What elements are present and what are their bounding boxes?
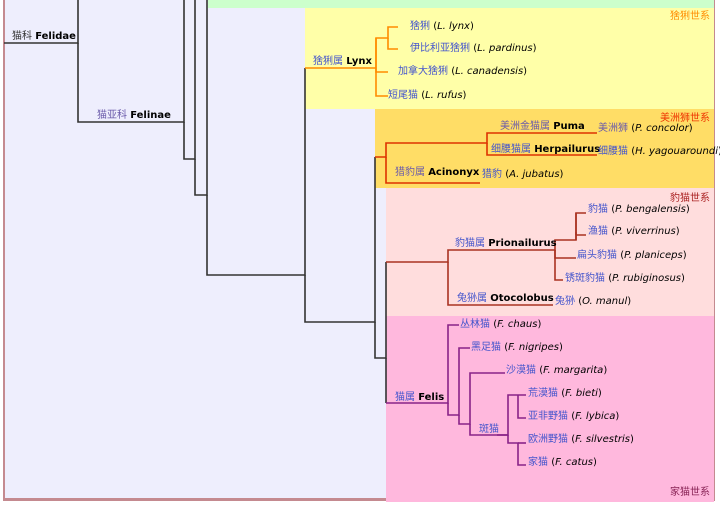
species-item: 加拿大猞猁 (L. canadensis) [398,66,528,77]
species-item: 家猫 (F. catus) [528,457,597,468]
genus-link[interactable]: 猞猁属 [313,56,343,67]
lineage-name-lynx: 猞猁世系 [670,11,710,22]
lynx-lineage-panel [305,8,714,109]
species-item: 锈斑豹猫 (P. rubiginosus) [565,273,685,284]
genus-herpailurus: 细腰猫属 Herpailurus [491,144,601,155]
genus-prionailurus: 豹猫属 Prionailurus [455,238,557,249]
leopardcat-lineage-panel [386,188,714,316]
species-item: 沙漠猫 (F. margarita) [506,365,608,376]
species-item: 扁头豹猫 (P. planiceps) [577,250,687,261]
species-link[interactable]: 欧洲野猫 [528,434,568,445]
species-link[interactable]: 锈斑豹猫 [565,273,605,284]
species-item: 黑足猫 (F. nigripes) [471,342,563,353]
species-link[interactable]: 猎豹 [482,169,502,180]
branch-felinae [77,0,185,123]
felis-lineage-panel [386,316,714,502]
genus-puma: 美洲金猫属 Puma [500,121,585,132]
lineage-name-puma: 美洲狮世系 [660,113,710,124]
genus-link[interactable]: 猫属 [395,392,415,403]
species-link[interactable]: 亚非野猫 [528,411,568,422]
genus-felis: 猫属 Felis [395,392,445,403]
genus-link[interactable]: 猎豹属 [395,167,425,178]
lineage-name-leopardcat: 豹猫世系 [670,193,710,204]
species-link[interactable]: 渔猫 [588,226,608,237]
branch-inner-2 [194,0,208,196]
species-item: 亚非野猫 (F. lybica) [528,411,620,422]
branch-inner-5 [374,262,387,359]
genus-link[interactable]: 细腰猫属 [491,144,531,155]
genus-acinonyx: 猎豹属 Acinonyx [395,167,480,178]
species-link[interactable]: 丛林猫 [460,319,490,330]
species-link[interactable]: 猞猁 [410,21,430,32]
species-link[interactable]: 扁头豹猫 [577,250,617,261]
species-item: 细腰猫 (H. yagouaroundi) [598,146,720,157]
branch-inner-3 [206,68,306,276]
branch-felis-lineage [386,324,459,404]
family-label: 猫科 Felidae [12,31,76,42]
species-item: 欧洲野猫 (F. silvestris) [528,434,634,445]
species-item: 伊比利亚猞猁 (L. pardinus) [410,43,537,54]
lineage-name-felis: 家猫世系 [670,487,710,498]
species-item: 荒漠猫 (F. bieti) [528,388,602,399]
genus-lynx: 猞猁属 Lynx [313,56,372,67]
genus-link[interactable]: 美洲金猫属 [500,121,550,132]
species-item: 兔狲 (O. manul) [555,296,632,307]
top-lineage-strip [208,0,714,8]
puma-lineage-panel [375,109,714,188]
species-link[interactable]: 兔狲 [555,296,575,307]
genus-link[interactable]: 豹猫属 [455,238,485,249]
species-item: 猎豹 (A. jubatus) [482,169,564,180]
wildcat-group-label: 斑猫 [479,424,499,436]
species-link[interactable]: 家猫 [528,457,548,468]
branch-puma-lineage [375,132,597,158]
species-item: 美洲狮 (P. concolor) [598,123,693,134]
species-link[interactable]: 沙漠猫 [506,365,536,376]
species-item: 渔猫 (P. viverrinus) [588,226,680,237]
species-link[interactable]: 美洲狮 [598,123,628,134]
species-item: 短尾猫 (L. rufus) [388,90,467,101]
subfamily-link[interactable]: 猫亚科 [97,110,127,121]
group-link[interactable]: 斑猫 [479,424,499,435]
branch-inner-1 [183,0,196,160]
species-item: 豹猫 (P. bengalensis) [588,204,690,215]
species-link[interactable]: 伊比利亚猞猁 [410,43,470,54]
species-link[interactable]: 短尾猫 [388,90,418,101]
species-link[interactable]: 黑足猫 [471,342,501,353]
species-link[interactable]: 荒漠猫 [528,388,558,399]
subfamily-label: 猫亚科 Felinae [97,110,171,121]
species-item: 丛林猫 (F. chaus) [460,319,542,330]
species-link[interactable]: 加拿大猞猁 [398,66,448,77]
genus-link[interactable]: 兔狲属 [457,293,487,304]
species-link[interactable]: 细腰猫 [598,146,628,157]
species-item: 猞猁 (L. lynx) [410,21,474,32]
branch-inner-4 [304,157,376,323]
genus-otocolobus: 兔狲属 Otocolobus [457,293,554,304]
species-link[interactable]: 豹猫 [588,204,608,215]
